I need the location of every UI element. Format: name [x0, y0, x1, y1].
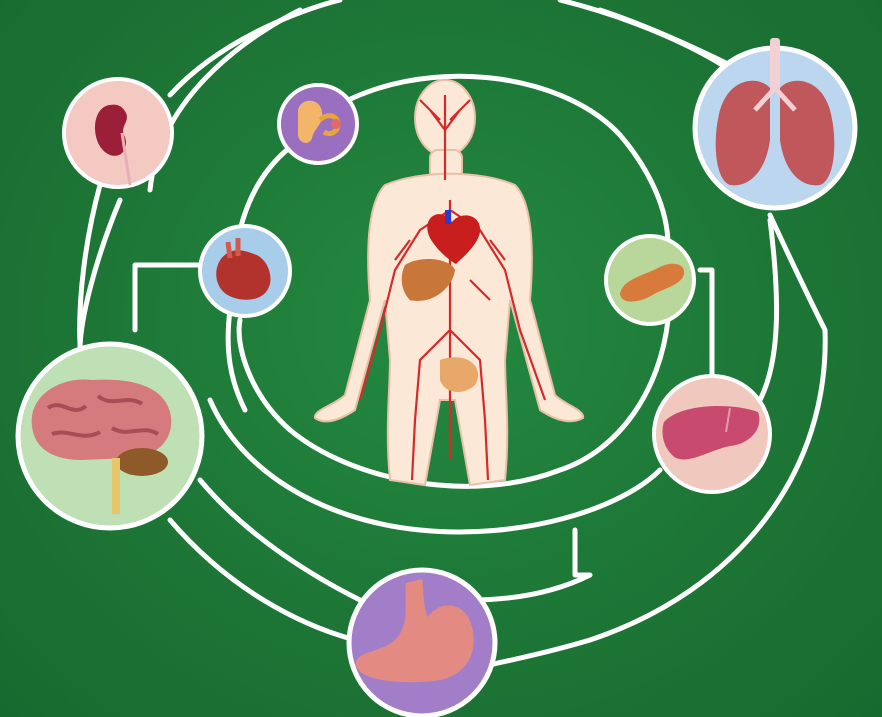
- stomach-node: [344, 565, 500, 717]
- ear-node: [276, 82, 360, 166]
- brain-node: [12, 338, 208, 534]
- heart-node: [196, 222, 294, 320]
- liver-node: [650, 372, 774, 496]
- kidney-node: [60, 75, 176, 191]
- pancreas-node: [602, 232, 698, 328]
- lungs-node: [690, 30, 860, 226]
